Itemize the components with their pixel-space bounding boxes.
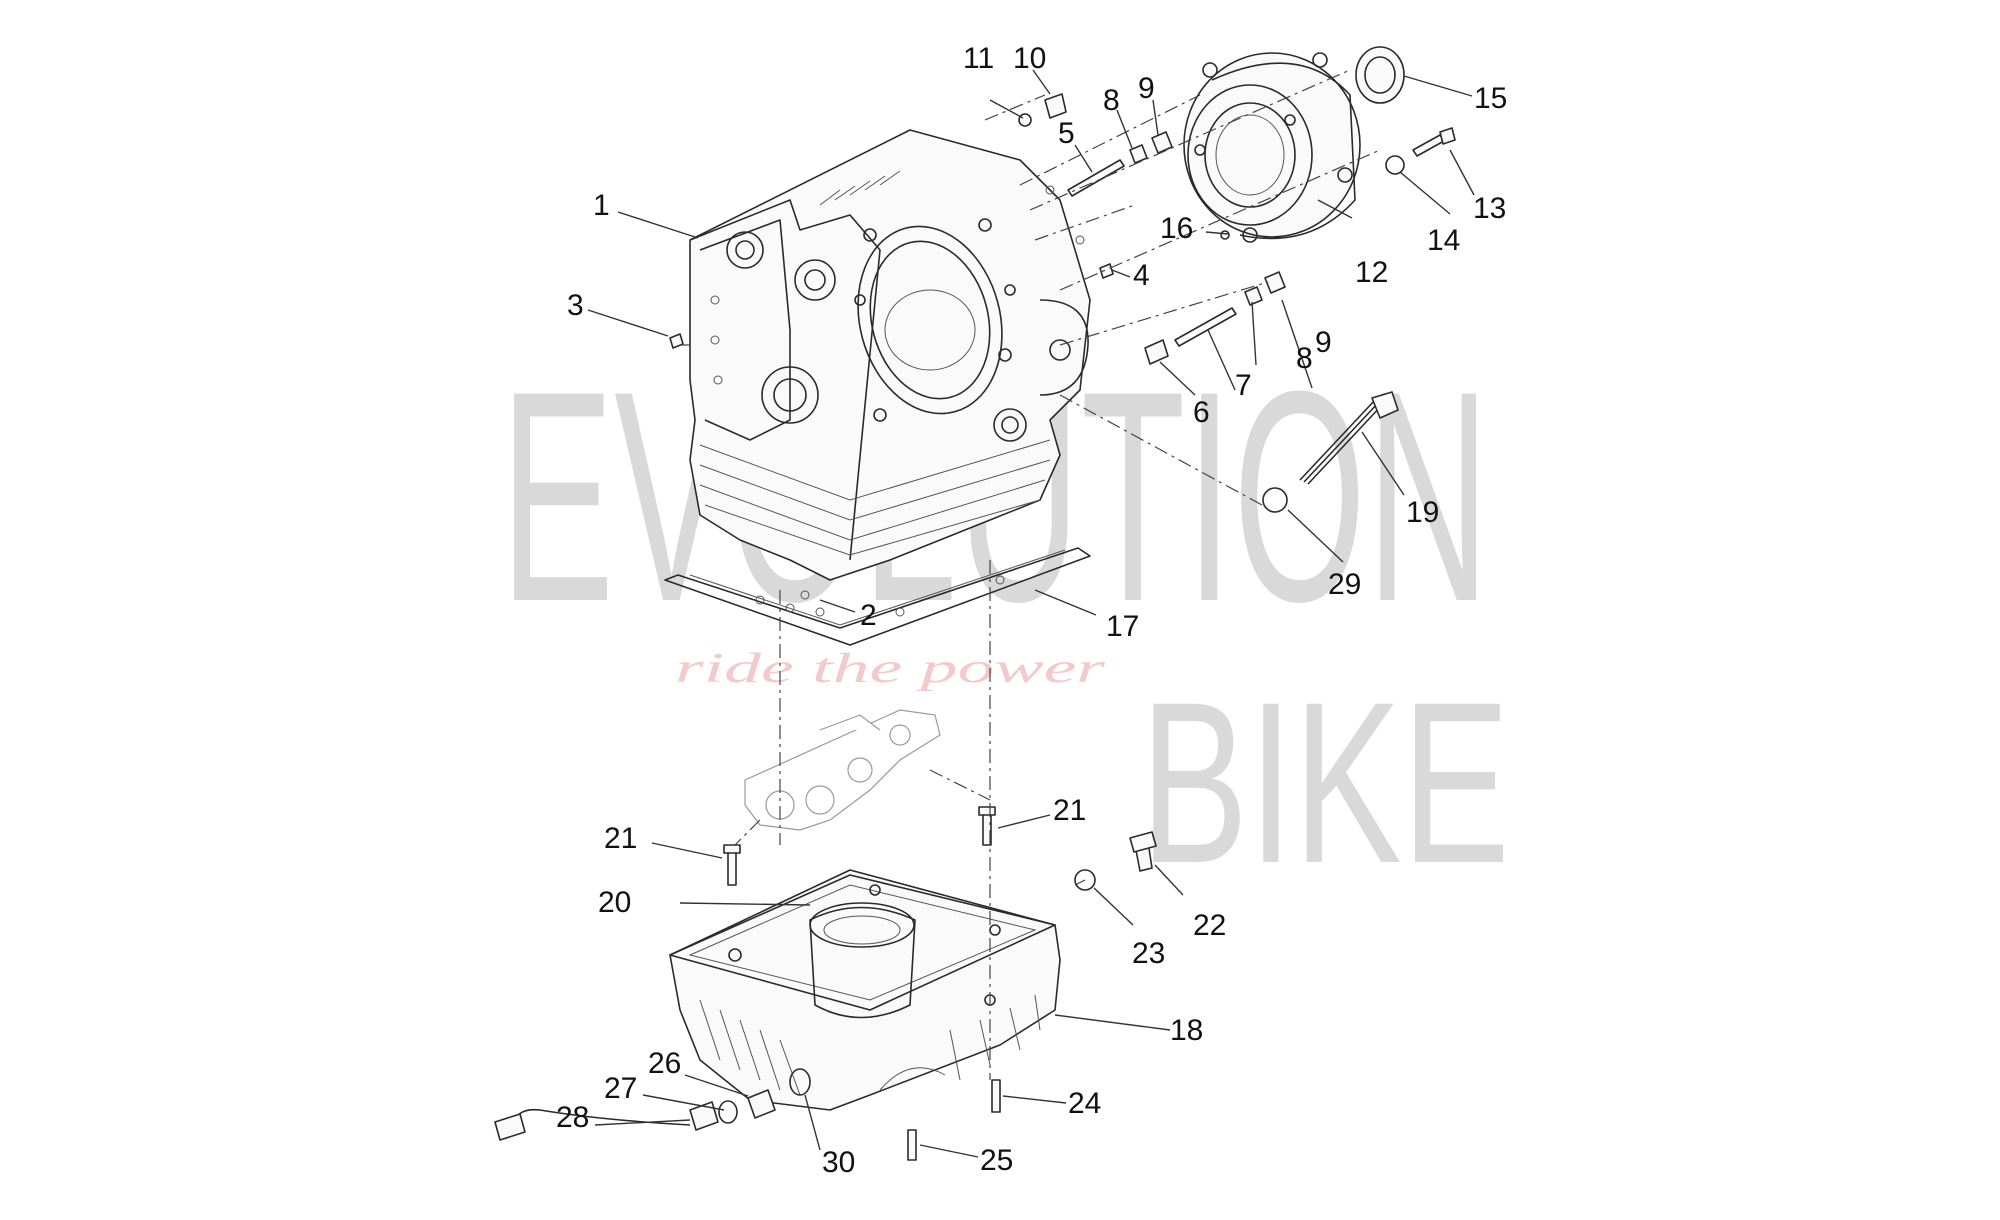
callout-21-right: 21 — [1053, 794, 1086, 827]
callout-1: 1 — [593, 189, 610, 222]
assembly-lines — [680, 69, 1381, 1080]
callout-12: 12 — [1355, 256, 1388, 289]
callout-16: 16 — [1160, 212, 1193, 245]
callout-3: 3 — [567, 289, 584, 322]
callout-29: 29 — [1328, 568, 1361, 601]
callout-19: 19 — [1406, 496, 1439, 529]
callout-8-lower: 8 — [1296, 342, 1313, 375]
callout-6: 6 — [1193, 396, 1210, 429]
callout-7: 7 — [1235, 369, 1252, 402]
callout-4: 4 — [1133, 259, 1150, 292]
callout-21-left: 21 — [604, 822, 637, 855]
callout-8-upper: 8 — [1103, 84, 1120, 117]
oil-seal-drawing — [1355, 46, 1405, 104]
callout-28: 28 — [556, 1101, 589, 1134]
callout-15: 15 — [1474, 82, 1507, 115]
callout-13: 13 — [1473, 192, 1506, 225]
callout-5: 5 — [1058, 117, 1075, 150]
oil-pump-ghost — [744, 709, 941, 831]
callout-9-lower: 9 — [1315, 326, 1332, 359]
callout-18: 18 — [1170, 1014, 1203, 1047]
callout-22: 22 — [1193, 909, 1226, 942]
watermark-line2: BIKE — [1140, 654, 1510, 911]
callout-10: 10 — [1013, 42, 1046, 75]
crankcase-drawing — [689, 129, 1091, 581]
watermark-tagline: ride the power — [675, 646, 1106, 692]
callout-14: 14 — [1427, 224, 1460, 257]
oil-sump-drawing — [669, 869, 1061, 1111]
callout-9-upper: 9 — [1138, 72, 1155, 105]
callout-25: 25 — [980, 1144, 1013, 1177]
callout-17: 17 — [1106, 610, 1139, 643]
flange-cover-drawing — [1183, 52, 1361, 243]
hardware-drawing — [494, 93, 1456, 1161]
callout-30: 30 — [822, 1146, 855, 1179]
callout-labels: 1 2 3 4 5 6 7 8 8 9 9 10 11 12 13 14 15 … — [556, 42, 1507, 1179]
callout-11: 11 — [963, 42, 994, 75]
callout-24: 24 — [1068, 1087, 1101, 1120]
callout-20: 20 — [598, 886, 631, 919]
callout-27: 27 — [604, 1072, 637, 1105]
callout-23: 23 — [1132, 937, 1165, 970]
callout-26: 26 — [648, 1047, 681, 1080]
leader-lines — [587, 69, 1475, 1158]
gasket-drawing — [664, 547, 1091, 646]
callout-2: 2 — [860, 599, 877, 632]
